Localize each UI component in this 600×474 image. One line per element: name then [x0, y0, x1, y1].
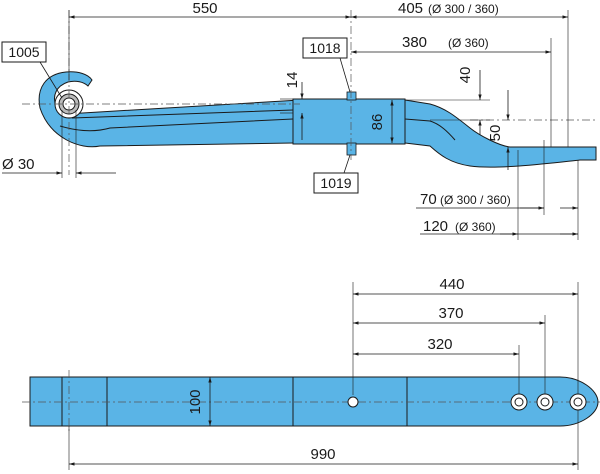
ref-1019: 1019 — [320, 175, 351, 191]
clamp-block — [292, 98, 406, 145]
dim-380-note: (Ø 360) — [448, 36, 489, 50]
dim-120-note: (Ø 360) — [455, 220, 496, 234]
dim-70-note: (Ø 300 / 360) — [440, 193, 511, 207]
ref-1018: 1018 — [309, 40, 340, 56]
dim-550: 550 — [192, 0, 217, 17]
ref-1005: 1005 — [8, 44, 39, 60]
dim-405: 405 — [398, 0, 423, 17]
dim-990: 990 — [310, 446, 335, 463]
dim-14: 14 — [284, 72, 301, 89]
dim-70: 70 — [420, 191, 437, 208]
plan-view: 440 370 320 100 990 — [22, 276, 600, 470]
dim-405-note: (Ø 300 / 360) — [428, 2, 499, 16]
dim-370: 370 — [438, 305, 463, 322]
dim-440: 440 — [439, 276, 464, 293]
dim-380: 380 — [402, 34, 427, 51]
dim-40: 40 — [457, 67, 474, 84]
ref-box-1019 — [313, 172, 359, 194]
dim-50: 50 — [487, 125, 504, 142]
dim-320: 320 — [427, 336, 452, 353]
center-bolt-bottom — [346, 142, 357, 156]
ref-box-1018 — [302, 37, 348, 59]
center-hole — [347, 396, 359, 408]
dim-diameter-30: Ø 30 — [2, 156, 35, 173]
dim-100: 100 — [187, 389, 204, 414]
ref-box-1005 — [1, 41, 47, 63]
dim-86: 86 — [369, 114, 386, 131]
center-bolt-top — [346, 91, 357, 101]
side-view: 550 405 (Ø 300 / 360) 380 (Ø 360) 14 86 … — [1, 0, 597, 240]
dim-120: 120 — [423, 218, 448, 235]
